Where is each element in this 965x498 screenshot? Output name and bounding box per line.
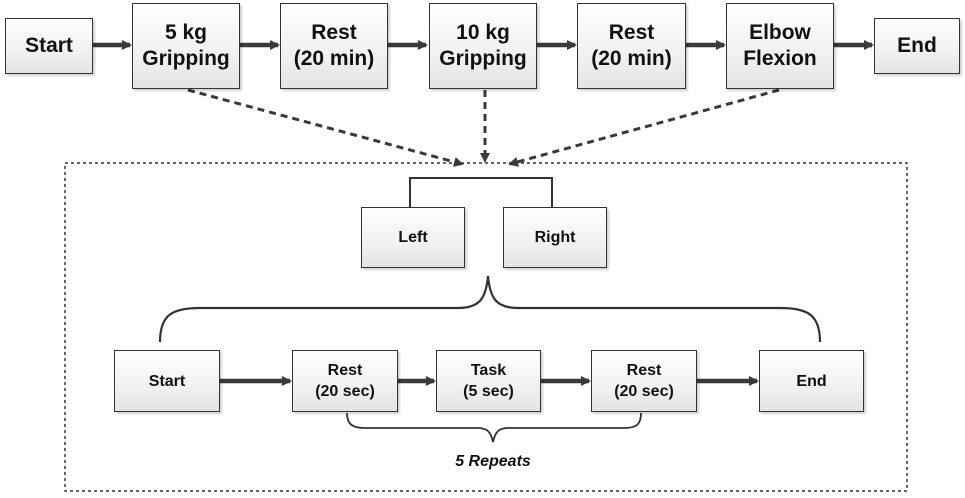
right-side-box: Right <box>503 207 607 268</box>
rest-20sec-box-2: Rest (20 sec) <box>591 350 697 412</box>
rest-20min-box-1: Rest (20 min) <box>280 3 388 89</box>
task-5sec-box: Task (5 sec) <box>436 350 541 412</box>
gripping-5kg-box: 5 kg Gripping <box>132 3 240 89</box>
repeat-brace <box>346 412 642 443</box>
dashed-arrow-from-5kg <box>187 88 464 167</box>
rest-20sec-box-1: Rest (20 sec) <box>292 350 398 412</box>
repeat-caption: 5 Repeats <box>455 453 531 470</box>
trial-end-box: End <box>759 350 864 412</box>
top-start-box: Start <box>5 18 93 74</box>
left-right-branch <box>409 177 553 207</box>
gripping-10kg-box: 10 kg Gripping <box>429 3 537 89</box>
elbow-flexion-box: Elbow Flexion <box>726 3 834 89</box>
detail-frame <box>64 162 908 492</box>
top-end-box: End <box>874 18 960 74</box>
large-brace <box>158 275 822 343</box>
dashed-arrow-from-elbow <box>508 88 780 167</box>
trial-start-box: Start <box>114 350 220 412</box>
rest-20min-box-2: Rest (20 min) <box>577 3 686 89</box>
left-side-box: Left <box>361 207 465 268</box>
